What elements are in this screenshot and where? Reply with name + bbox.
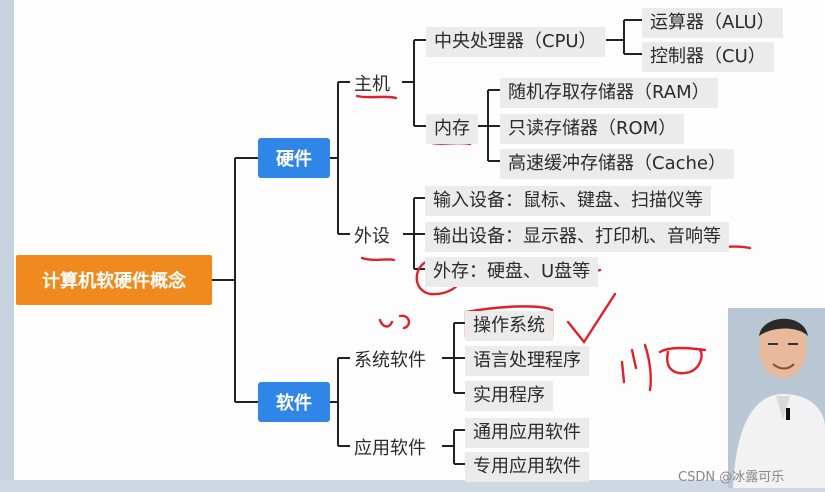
external-storage-node: 外存：硬盘、U盘等 bbox=[425, 257, 599, 287]
software-connector bbox=[330, 357, 350, 447]
system-software-node: 系统软件 bbox=[354, 350, 426, 371]
cpu-node: 中央处理器（CPU） bbox=[426, 27, 605, 57]
os-node: 操作系统 bbox=[465, 311, 553, 341]
ram-node: 随机存取存储器（RAM） bbox=[500, 78, 718, 108]
cu-node: 控制器（CU） bbox=[642, 42, 774, 72]
csdn-watermark: CSDN @冰露可乐 bbox=[678, 470, 785, 485]
peripheral-connector bbox=[403, 197, 425, 270]
application-software-node: 应用软件 bbox=[354, 438, 426, 459]
host-node: 主机 bbox=[354, 74, 390, 95]
cpu-connector bbox=[606, 19, 642, 55]
root-connector bbox=[212, 157, 258, 403]
general-app-node: 通用应用软件 bbox=[465, 418, 589, 448]
host-connector bbox=[402, 39, 426, 127]
input-devices-node: 输入设备：鼠标、键盘、扫描仪等 bbox=[425, 186, 711, 216]
software-node: 软件 bbox=[258, 382, 330, 422]
system-connector bbox=[442, 322, 465, 394]
hardware-connector bbox=[330, 81, 350, 235]
alu-node: 运算器（ALU） bbox=[642, 8, 783, 38]
special-app-node: 专用应用软件 bbox=[465, 452, 589, 482]
output-devices-node: 输出设备：显示器、打印机、音响等 bbox=[425, 222, 729, 252]
language-processor-node: 语言处理程序 bbox=[465, 346, 589, 376]
root-node: 计算机软硬件概念 bbox=[16, 255, 212, 305]
application-connector bbox=[442, 429, 465, 465]
frame-bottom-edge bbox=[0, 480, 825, 492]
utilities-node: 实用程序 bbox=[465, 381, 553, 411]
memory-node: 内存 bbox=[426, 114, 478, 144]
peripheral-node: 外设 bbox=[354, 226, 390, 247]
frame-left-edge bbox=[0, 0, 14, 492]
memory-connector bbox=[476, 89, 500, 162]
rom-node: 只读存储器（ROM） bbox=[500, 114, 685, 144]
cache-node: 高速缓冲存储器（Cache） bbox=[500, 149, 734, 179]
hardware-node: 硬件 bbox=[258, 138, 330, 178]
presenter-video-overlay bbox=[728, 308, 825, 488]
